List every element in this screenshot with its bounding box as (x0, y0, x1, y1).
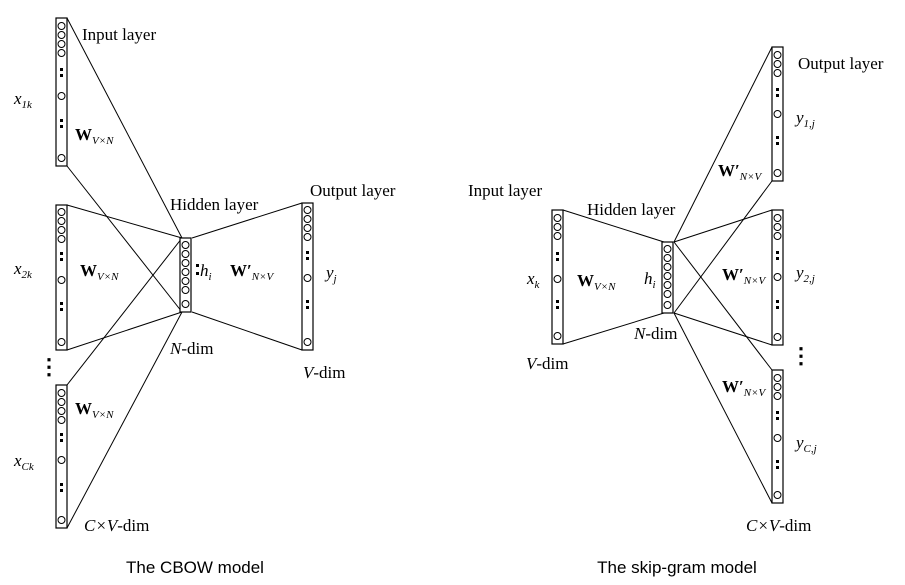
cbow-x2-label: x2k (13, 259, 33, 281)
skipgram-hidden-layer (661, 241, 674, 314)
skipgram-input-layer-label: Input layer (468, 181, 542, 200)
cbow-input-layer-1 (55, 17, 68, 167)
cbow-hidden-layer-label: Hidden layer (170, 195, 259, 214)
cbow-input-layer-2 (55, 204, 68, 351)
skipgram-v-dim-label: V-dim (526, 354, 569, 373)
cbow-x1-label: x1k (13, 89, 33, 111)
skipgram-wprime-label-3: W′N×V (722, 377, 767, 399)
cbow-wprime-label: W′N×V (230, 261, 275, 283)
skipgram-output-layer-label: Output layer (798, 54, 884, 73)
skipgram-caption: The skip-gram model (597, 558, 757, 577)
cbow-model: Input layer Hidden layer Output layer x1… (13, 17, 396, 577)
cbow-caption: The CBOW model (126, 558, 264, 577)
skipgram-output-layer-c (771, 369, 784, 504)
cbow-input-layer-c (55, 384, 68, 529)
skipgram-h-label: hi (644, 269, 656, 291)
skipgram-cv-dim-label: C×V-dim (746, 516, 811, 535)
cbow-y-label: yj (324, 263, 337, 285)
skipgram-y2-label: y2,j (794, 263, 815, 285)
cbow-n-dim-label: N-dim (169, 339, 213, 358)
skipgram-n-dim-label: N-dim (633, 324, 677, 343)
skipgram-ellipsis: ⋮ (790, 343, 812, 368)
skipgram-connections (562, 46, 773, 504)
skipgram-output-layer-1 (771, 46, 784, 182)
skipgram-hidden-layer-label: Hidden layer (587, 200, 676, 219)
skipgram-output-layer-2 (771, 209, 784, 346)
cbow-output-layer-label: Output layer (310, 181, 396, 200)
skipgram-y1-label: y1,j (794, 108, 815, 130)
cbow-cv-dim-label: C×V-dim (84, 516, 149, 535)
skipgram-x-label: xk (526, 269, 541, 291)
skipgram-w-label: WV×N (577, 271, 616, 293)
cbow-w-label-3: WV×N (75, 399, 114, 421)
skipgram-wprime-label-1: W′N×V (718, 161, 763, 183)
cbow-xc-label: xCk (13, 451, 35, 473)
skipgram-wprime-label-2: W′N×V (722, 265, 767, 287)
skipgram-yc-label: yC,j (794, 433, 817, 455)
cbow-w-label-2: WV×N (80, 261, 119, 283)
cbow-connections (66, 17, 303, 529)
cbow-v-dim-label: V-dim (303, 363, 346, 382)
cbow-w-label-1: WV×N (75, 125, 114, 147)
cbow-output-layer (301, 202, 314, 351)
cbow-ellipsis: ⋮ (38, 354, 60, 379)
cbow-input-layer-label: Input layer (82, 25, 156, 44)
skipgram-input-layer (551, 209, 564, 345)
cbow-h-label: hi (200, 261, 212, 283)
cbow-hidden-layer (179, 237, 199, 313)
skipgram-model: Input layer Hidden layer Output layer xk… (468, 46, 884, 577)
